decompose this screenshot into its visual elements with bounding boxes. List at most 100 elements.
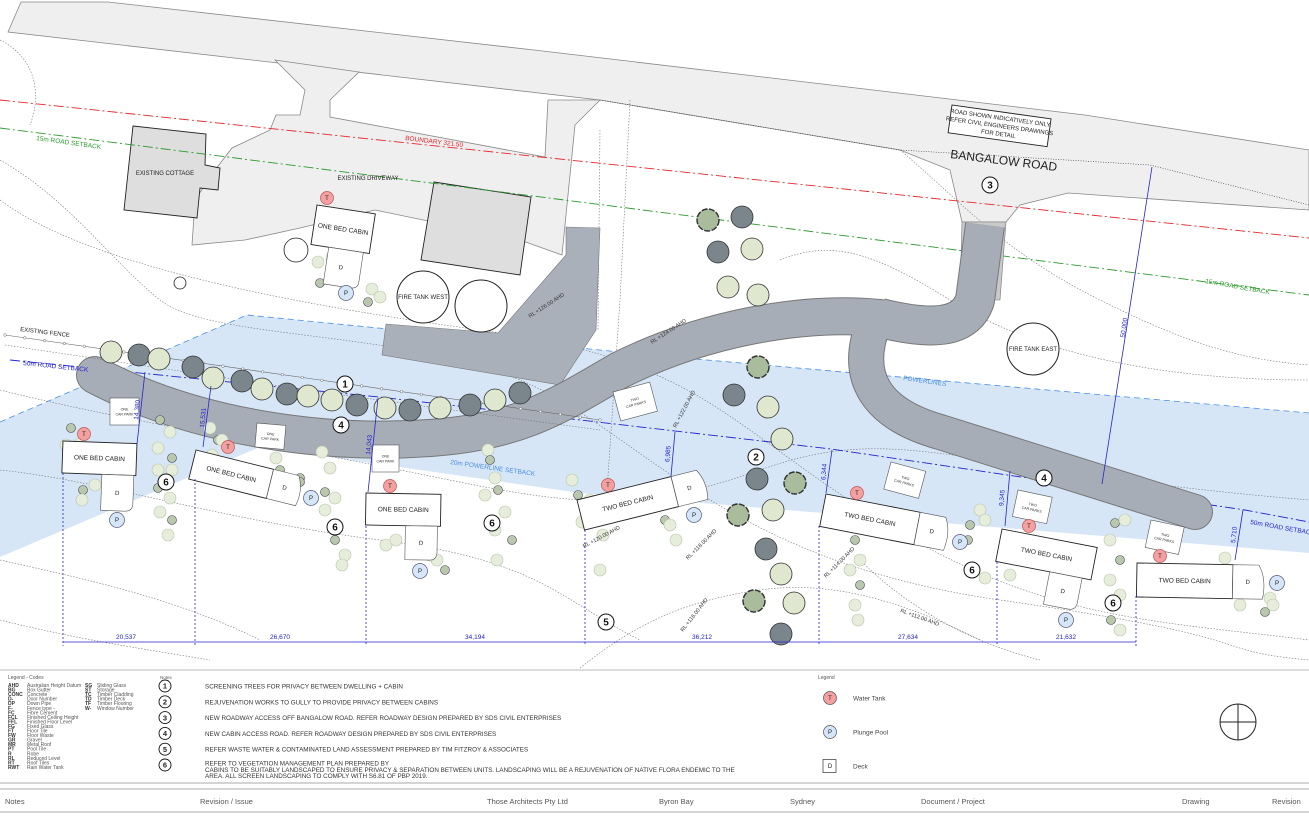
fence-post — [280, 373, 284, 377]
deck — [100, 474, 135, 512]
dimension-label: 14,380 — [133, 399, 142, 420]
legend-code-desc: Fence type - — [27, 706, 55, 712]
legend-code: R — [8, 751, 12, 757]
tree — [740, 237, 764, 261]
shrub — [1118, 513, 1132, 527]
car-park-outline — [371, 444, 400, 473]
legend-code: TC — [85, 692, 92, 698]
plunge-pool-label: P — [1275, 581, 1279, 587]
shrub — [481, 443, 495, 457]
tree — [99, 340, 123, 364]
legend-code: RL — [8, 756, 15, 762]
legend-code: FFL — [8, 719, 17, 725]
legend-code: F- — [8, 706, 13, 712]
note-marker-label: 6 — [969, 566, 975, 577]
symbol-letter: D — [828, 764, 833, 770]
water-tank-label: T — [606, 483, 610, 489]
legend-code-desc: Metal Roof — [27, 742, 52, 748]
existing-driveway-label: EXISTING DRIVEWAY — [337, 176, 398, 182]
shrub — [507, 535, 517, 545]
car-park-outline — [254, 422, 287, 450]
note-text: SCREENING TREES FOR PRIVACY BETWEEN DWEL… — [205, 684, 403, 691]
note-marker-icon — [326, 518, 344, 536]
water-tank-label: T — [82, 432, 86, 438]
contour-label: RL +116.00 AHD — [680, 597, 710, 633]
plunge-pool-icon — [338, 285, 354, 301]
deck — [1232, 564, 1265, 600]
plunge-pool-label: P — [418, 569, 422, 575]
legend-code: D- — [8, 697, 14, 703]
dimension-label: 9,345 — [998, 489, 1006, 506]
symbol-letter: T — [828, 696, 832, 702]
cabin-outline — [61, 440, 138, 477]
shrub — [1113, 623, 1127, 637]
legend-code-desc: Australian Height Datum — [27, 683, 81, 689]
title-block: Notes Revision / Issue Those Architects … — [5, 797, 1301, 806]
shrub — [493, 485, 503, 495]
deck — [913, 511, 949, 551]
shrub — [978, 513, 992, 527]
top-cabin: ONE BED CABIN D — [310, 204, 376, 289]
tree — [398, 398, 422, 422]
legend-code-desc: Timber Flooring — [97, 701, 132, 707]
cabin-access-road — [76, 222, 1213, 530]
legend-code-desc: Down Pipe — [27, 701, 51, 707]
shrub — [853, 553, 867, 567]
plunge-pool-icon — [109, 512, 125, 528]
plunge-pool-icon — [303, 490, 319, 506]
note-marker-label: 1 — [342, 380, 348, 391]
fence-post — [3, 333, 7, 337]
note-text: REFER TO VEGETATION MANAGEMENT PLAN PREP… — [205, 761, 390, 768]
shrub — [88, 478, 102, 492]
tree — [345, 393, 369, 417]
legend-code: FG — [8, 724, 15, 730]
legend-code-desc: Gravel — [27, 738, 42, 744]
water-tank-icon — [1153, 549, 1167, 563]
existing-fence-label: EXISTING FENCE — [20, 327, 70, 339]
water-tank-icon — [221, 440, 235, 454]
legend-code: RT — [8, 760, 15, 766]
note-marker-icon — [963, 561, 981, 579]
legend-code: DP — [8, 701, 16, 707]
shrub — [330, 535, 340, 545]
legend-code: FW — [8, 733, 16, 739]
tree — [428, 396, 452, 420]
tree — [483, 388, 507, 412]
deck-label: D — [929, 529, 935, 536]
tree — [250, 377, 274, 401]
road-setback-50-label: 50m ROAD SETBACK — [23, 360, 89, 374]
deck-label: D — [419, 541, 424, 547]
fence-post — [558, 412, 562, 416]
shrub — [315, 445, 329, 459]
shrub — [1233, 598, 1247, 612]
shrub — [1003, 568, 1017, 582]
symbol-label: Water Tank — [853, 696, 886, 703]
note-marker-icon — [1035, 469, 1053, 487]
legend-code: FC — [8, 710, 15, 716]
title-document: Document / Project — [921, 797, 986, 806]
fence-post — [360, 384, 364, 388]
water-tank-icon — [320, 191, 334, 205]
car-park-label: CAR PARK — [376, 460, 395, 464]
fire-tank-west-2 — [454, 279, 508, 333]
note-number: 1 — [163, 682, 167, 691]
fence-post — [23, 336, 27, 340]
car-park-label: CAR PARKS — [894, 478, 915, 487]
legend-code: W- — [85, 706, 92, 712]
shrub — [850, 535, 860, 545]
legend-code-desc: Timber Cladding — [97, 692, 134, 698]
water-tank-label: T — [388, 484, 392, 490]
legend-code-desc: Robe — [27, 751, 39, 757]
deck-icon — [822, 759, 837, 773]
note-marker-icon — [1104, 594, 1122, 612]
tree — [696, 208, 720, 232]
note-number-icon — [158, 679, 172, 693]
note-number-icon — [158, 711, 172, 725]
shrub — [485, 455, 495, 465]
shrub — [851, 613, 865, 627]
tree — [730, 205, 754, 229]
